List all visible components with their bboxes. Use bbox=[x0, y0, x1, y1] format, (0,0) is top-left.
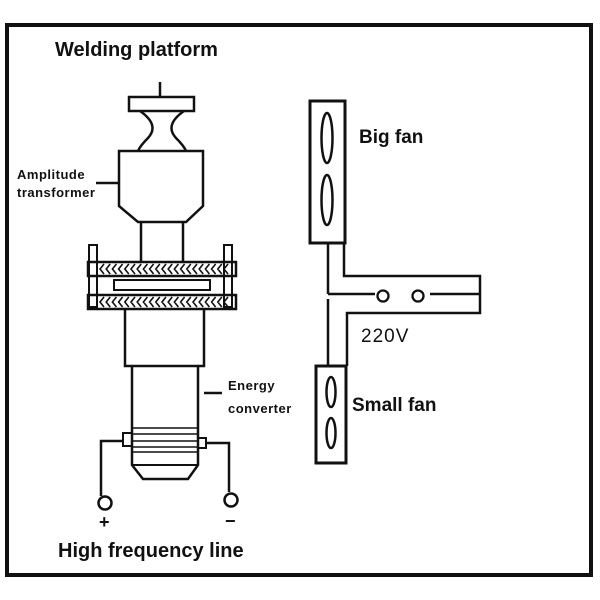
small-fan-label: Small fan bbox=[352, 395, 437, 416]
amplitude-transformer-part bbox=[96, 149, 205, 262]
welding-platform-label: Welding platform bbox=[55, 39, 218, 61]
power-wiring bbox=[326, 243, 482, 366]
positive-terminal-circle bbox=[97, 495, 113, 511]
high-frequency-terminals-part bbox=[97, 439, 239, 511]
voltage-label: 220V bbox=[361, 326, 410, 347]
positive-sign: + bbox=[99, 512, 110, 532]
outer-frame bbox=[5, 23, 593, 577]
amplitude-transformer-label-2: transformer bbox=[17, 185, 96, 200]
negative-sign: − bbox=[225, 511, 236, 531]
energy-converter-part bbox=[122, 309, 222, 481]
energy-converter-label-1: Energy bbox=[228, 378, 276, 393]
big-fan-label: Big fan bbox=[359, 127, 424, 148]
big-fan-part bbox=[308, 99, 347, 245]
clamp-flange-part bbox=[86, 244, 238, 311]
small-fan-part bbox=[314, 364, 348, 465]
high-frequency-line-label: High frequency line bbox=[58, 540, 244, 562]
welding-platform-part bbox=[127, 82, 196, 152]
energy-converter-label-2: converter bbox=[228, 401, 292, 416]
negative-terminal-circle bbox=[223, 492, 239, 508]
plug-pin-1 bbox=[376, 289, 390, 303]
plug-pin-2 bbox=[411, 289, 425, 303]
amplitude-transformer-label-1: Amplitude bbox=[17, 167, 86, 182]
